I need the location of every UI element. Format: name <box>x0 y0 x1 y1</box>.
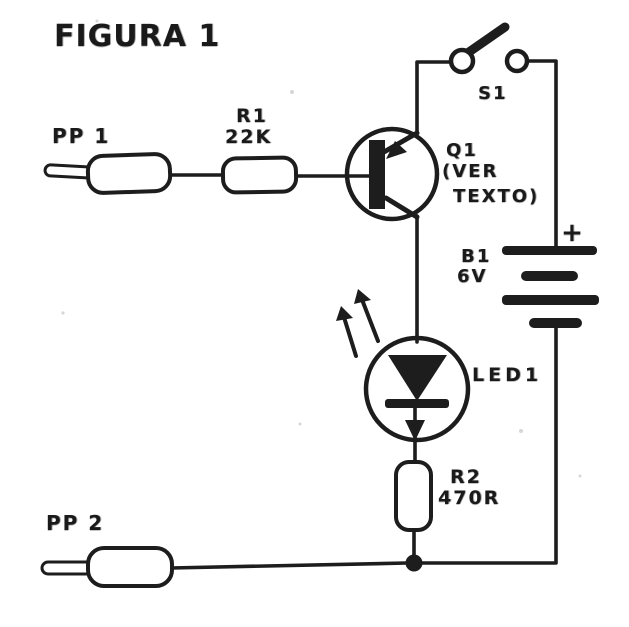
s1-right-terminal <box>504 48 530 74</box>
q1-base-bar <box>369 140 385 209</box>
s1-left-terminal <box>448 47 476 75</box>
q1-note-line2: TEXTO) <box>453 186 540 207</box>
resistor-r2-symbol <box>394 460 433 532</box>
r2-ref-label: R2 <box>450 466 482 488</box>
s1-lever <box>464 22 510 57</box>
pp1-label: PP 1 <box>52 124 111 148</box>
q1-emitter-arrow <box>386 141 407 159</box>
wire-junction-to-battery-negative <box>418 324 558 565</box>
b1-polarity-mark: + <box>561 218 583 248</box>
junction-dot <box>405 554 423 572</box>
b1-plate-short-1 <box>521 271 578 281</box>
q1-collector-lead <box>383 195 420 220</box>
probe-pp1-symbol <box>43 152 173 195</box>
q1-envelope-circle <box>344 126 440 222</box>
b1-plate-short-2 <box>529 318 582 328</box>
wire-pp2-to-junction <box>169 561 409 570</box>
resistor-r1-symbol <box>220 155 299 195</box>
led1-symbol <box>336 289 471 443</box>
r1-value-label: 22K <box>225 126 273 148</box>
led1-anode-triangle <box>388 355 447 401</box>
s1-label: S1 <box>478 83 508 104</box>
scan-noise <box>61 19 582 478</box>
led1-label: LED1 <box>472 364 543 386</box>
b1-plate-long-2 <box>502 295 599 305</box>
wire-q1-emitter-to-s1 <box>415 60 452 136</box>
q1-emitter-lead <box>381 130 420 155</box>
led1-light-arrow-2-head <box>354 289 371 304</box>
wire-s1-to-battery-positive <box>526 59 558 249</box>
transistor-q1-symbol <box>344 126 440 222</box>
led1-light-arrow-2 <box>359 295 380 343</box>
pp2-body <box>86 546 174 588</box>
probe-pp2-symbol <box>40 546 174 588</box>
switch-s1-symbol <box>448 22 530 75</box>
pp1-body <box>85 152 173 195</box>
led1-envelope-circle <box>363 335 471 443</box>
r1-ref-label: R1 <box>236 105 268 127</box>
led1-lead-tip <box>405 420 425 441</box>
led1-cathode-bar <box>385 399 449 408</box>
b1-value-label: 6V <box>457 266 488 287</box>
led1-light-arrow-1-head <box>336 306 353 321</box>
figure-title: FIGURA 1 <box>54 19 221 54</box>
battery-b1-symbol <box>502 246 599 328</box>
q1-ref-label: Q1 <box>446 140 478 161</box>
b1-plate-long-1 <box>502 246 597 255</box>
pp2-label: PP 2 <box>46 511 105 535</box>
led1-light-arrow-1 <box>341 312 358 358</box>
r2-value-label: 470R <box>438 487 501 509</box>
q1-note-line1: (VER <box>442 161 499 182</box>
b1-ref-label: B1 <box>461 246 492 267</box>
